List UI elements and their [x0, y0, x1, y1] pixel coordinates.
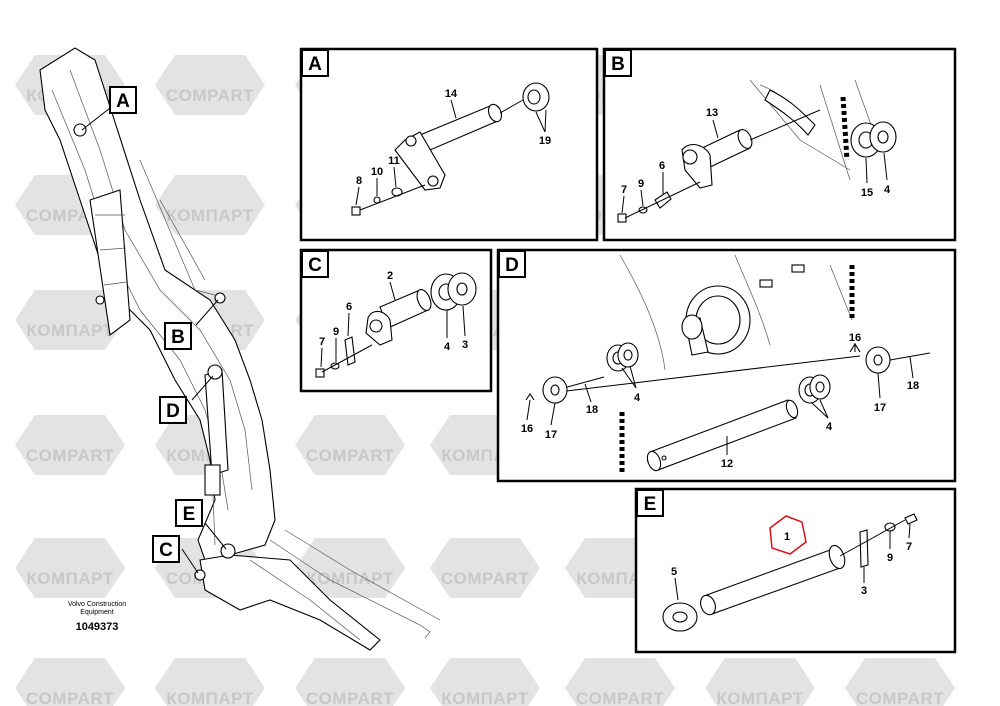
part-label: 7: [621, 184, 627, 196]
svg-text:КОМПАРТ: КОМПАРТ: [166, 689, 253, 706]
part-label: 6: [659, 160, 665, 172]
svg-text:КОМПАРТ: КОМПАРТ: [716, 689, 803, 706]
part-label: 10: [371, 166, 383, 178]
detail-panel-d: D: [496, 248, 957, 483]
watermark-tile: COMPART: [295, 658, 405, 706]
watermark-tile: КОМПАРТ: [155, 175, 265, 235]
svg-text:COMPART: COMPART: [306, 689, 394, 706]
part-label: 3: [462, 339, 468, 351]
watermark-tile: COMPART: [15, 658, 125, 706]
part-label: 14: [445, 88, 458, 100]
part-label: 4: [634, 392, 641, 404]
part-label: 3: [861, 585, 867, 597]
watermark-tile: COMPART: [845, 658, 955, 706]
part-label: 18: [907, 380, 919, 392]
detail-panel-b: B 13 6 7 9 15 4: [602, 47, 957, 242]
svg-text:COMPART: COMPART: [441, 569, 529, 588]
svg-text:A: A: [308, 54, 322, 75]
watermark-tile: COMPART: [155, 55, 265, 115]
part-label: 13: [706, 107, 718, 119]
part-label: 19: [539, 135, 551, 147]
part-label: 16: [849, 332, 861, 344]
watermark-tile: КОМПАРТ: [155, 658, 265, 706]
watermark-tile: COMPART: [295, 415, 405, 475]
drawing-number: 1049373: [76, 621, 119, 633]
callout-tag-e: E: [175, 499, 203, 527]
part-label: 4: [826, 421, 833, 433]
svg-text:B: B: [171, 327, 185, 348]
highlight-hexagon: [769, 515, 807, 555]
callout-tag-d: D: [159, 396, 187, 424]
svg-text:COMPART: COMPART: [166, 86, 254, 105]
part-label: 9: [333, 326, 339, 338]
watermark-tile: КОМПАРТ: [430, 658, 540, 706]
svg-text:C: C: [159, 540, 173, 561]
svg-text:COMPART: COMPART: [26, 689, 114, 706]
watermark-tile: COMPART: [15, 415, 125, 475]
part-label: 7: [319, 336, 325, 348]
svg-text:КОМПАРТ: КОМПАРТ: [26, 569, 113, 588]
detail-panel-a: A 14 19 8 10 11: [299, 47, 599, 242]
caption-line-2: Equipment: [80, 609, 114, 616]
svg-text:D: D: [166, 401, 180, 422]
watermark-tile: КОМПАРТ: [15, 538, 125, 598]
callout-tag-b: B: [164, 322, 192, 350]
watermark-tile: COMPART: [565, 658, 675, 706]
part-label: 1: [784, 531, 790, 543]
part-label: 16: [521, 423, 533, 435]
svg-text:КОМПАРТ: КОМПАРТ: [306, 569, 393, 588]
part-label: 18: [586, 404, 598, 416]
part-label: 7: [906, 541, 912, 553]
watermark-tile: COMPART: [430, 538, 540, 598]
watermark-tile: КОМПАРТ: [15, 290, 125, 350]
svg-text:E: E: [183, 504, 196, 525]
svg-text:C: C: [308, 255, 322, 276]
svg-text:COMPART: COMPART: [856, 689, 944, 706]
part-label: 8: [356, 175, 362, 187]
part-label: 9: [887, 552, 893, 564]
callout-tag-a: A: [109, 86, 137, 114]
svg-text:COMPART: COMPART: [306, 446, 394, 465]
svg-text:COMPART: COMPART: [576, 689, 664, 706]
part-label: 5: [671, 566, 677, 578]
detail-panel-c: C 2 6 9 7 4 3: [299, 248, 493, 393]
svg-text:D: D: [505, 255, 519, 276]
part-label: 17: [545, 429, 557, 441]
part-label: 9: [638, 178, 644, 190]
callout-tag-c: C: [152, 535, 180, 563]
part-label: 12: [721, 458, 733, 470]
part-label: 6: [346, 301, 352, 313]
svg-text:КОМПАРТ: КОМПАРТ: [26, 321, 113, 340]
svg-text:A: A: [116, 91, 130, 112]
part-label: 4: [884, 184, 891, 196]
part-label: 15: [861, 187, 873, 199]
part-label: 2: [387, 270, 393, 282]
part-label: 4: [444, 341, 451, 353]
svg-text:B: B: [611, 54, 625, 75]
detail-panel-e: E 1 5 3 9 7: [634, 487, 957, 654]
svg-text:КОМПАРТ: КОМПАРТ: [441, 689, 528, 706]
svg-text:КОМПАРТ: КОМПАРТ: [166, 206, 253, 225]
svg-text:E: E: [644, 494, 657, 515]
svg-text:COMPART: COMPART: [26, 446, 114, 465]
boom-overview-drawing: [39, 47, 441, 651]
watermark-tile: КОМПАРТ: [705, 658, 815, 706]
part-label: 11: [388, 155, 400, 167]
caption-line-1: Volvo Construction: [68, 601, 126, 608]
part-label: 17: [874, 402, 886, 414]
